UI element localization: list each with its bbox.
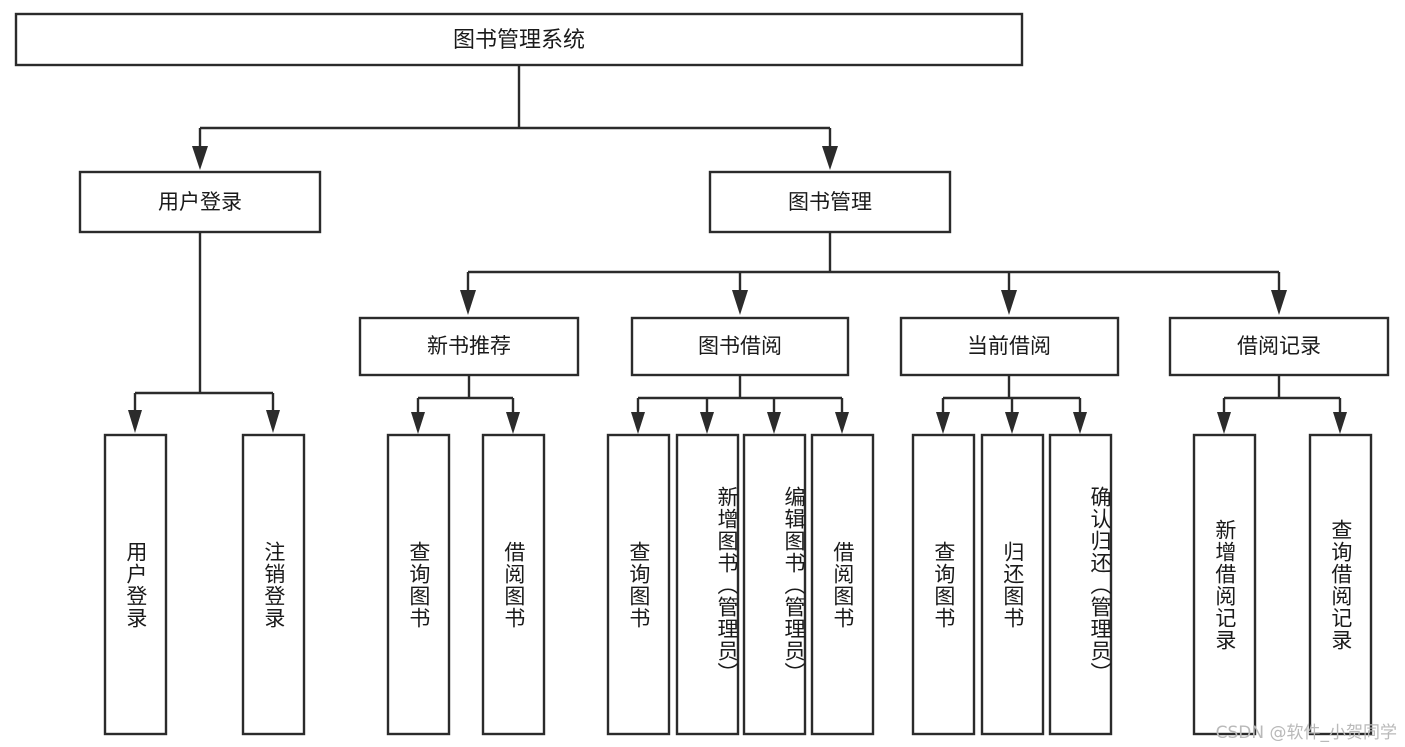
node-leaf-user-login-box[interactable] xyxy=(103,433,168,736)
arrow-head-leaf-add-record xyxy=(1217,412,1231,434)
watermark-text: CSDN @软件_小贺同学 xyxy=(1215,723,1397,743)
node-book-manage-label: 图书管理 xyxy=(788,190,872,214)
arrow-head-leaf-borrow-book-1 xyxy=(506,412,520,434)
node-root-box[interactable] xyxy=(14,12,1024,67)
node-leaf-logout-box[interactable] xyxy=(241,433,306,736)
node-current-borrow-label: 当前借阅 xyxy=(967,334,1051,358)
arrow-head-leaf-query-book-1 xyxy=(411,412,425,434)
arrow-head-leaf-edit-book xyxy=(767,412,781,434)
node-current-borrow-box[interactable] xyxy=(899,316,1120,377)
node-leaf-confirm-return-box[interactable] xyxy=(1048,433,1113,736)
arrow-head-leaf-query-book-3 xyxy=(936,412,950,434)
node-borrow-record-label: 借阅记录 xyxy=(1237,334,1321,358)
node-user-login-label: 用户登录 xyxy=(158,190,242,214)
arrow-head-leaf-borrow-book-2 xyxy=(835,412,849,434)
arrow-head-current-borrow xyxy=(1001,290,1017,315)
node-new-book-recommend-label: 新书推荐 xyxy=(427,334,511,358)
arrow-head-leaf-user-login xyxy=(128,410,142,433)
node-book-manage-box[interactable] xyxy=(708,170,952,234)
node-book-borrow-label: 图书借阅 xyxy=(698,334,782,358)
arrow-head-leaf-confirm-return xyxy=(1073,412,1087,434)
arrow-head-leaf-query-record xyxy=(1333,412,1347,434)
arrow-head-borrow-record xyxy=(1271,290,1287,315)
node-leaf-borrow-book-2-box[interactable] xyxy=(810,433,875,736)
arrow-head-user-login xyxy=(192,146,208,170)
node-new-book-recommend-box[interactable] xyxy=(358,316,580,377)
arrow-head-leaf-logout xyxy=(266,410,280,433)
arrow-head-book-borrow xyxy=(732,290,748,315)
node-borrow-record-box[interactable] xyxy=(1168,316,1390,377)
node-leaf-edit-book-box[interactable] xyxy=(742,433,807,736)
node-leaf-borrow-book-1-box[interactable] xyxy=(481,433,546,736)
node-leaf-add-record-box[interactable] xyxy=(1192,433,1257,736)
node-leaf-query-book-3-box[interactable] xyxy=(911,433,976,736)
node-leaf-query-book-1-box[interactable] xyxy=(386,433,451,736)
node-leaf-return-book-box[interactable] xyxy=(980,433,1045,736)
node-leaf-query-record-box[interactable] xyxy=(1308,433,1373,736)
node-book-borrow-box[interactable] xyxy=(630,316,850,377)
node-leaf-query-book-2-box[interactable] xyxy=(606,433,671,736)
arrow-head-book-manage xyxy=(822,146,838,170)
node-leaf-add-book-box[interactable] xyxy=(675,433,740,736)
arrow-head-leaf-add-book xyxy=(700,412,714,434)
node-root-label: 图书管理系统 xyxy=(453,28,585,53)
arrow-head-leaf-return-book xyxy=(1005,412,1019,434)
arrow-head-leaf-query-book-2 xyxy=(631,412,645,434)
arrow-head-new-book-recommend xyxy=(460,290,476,315)
